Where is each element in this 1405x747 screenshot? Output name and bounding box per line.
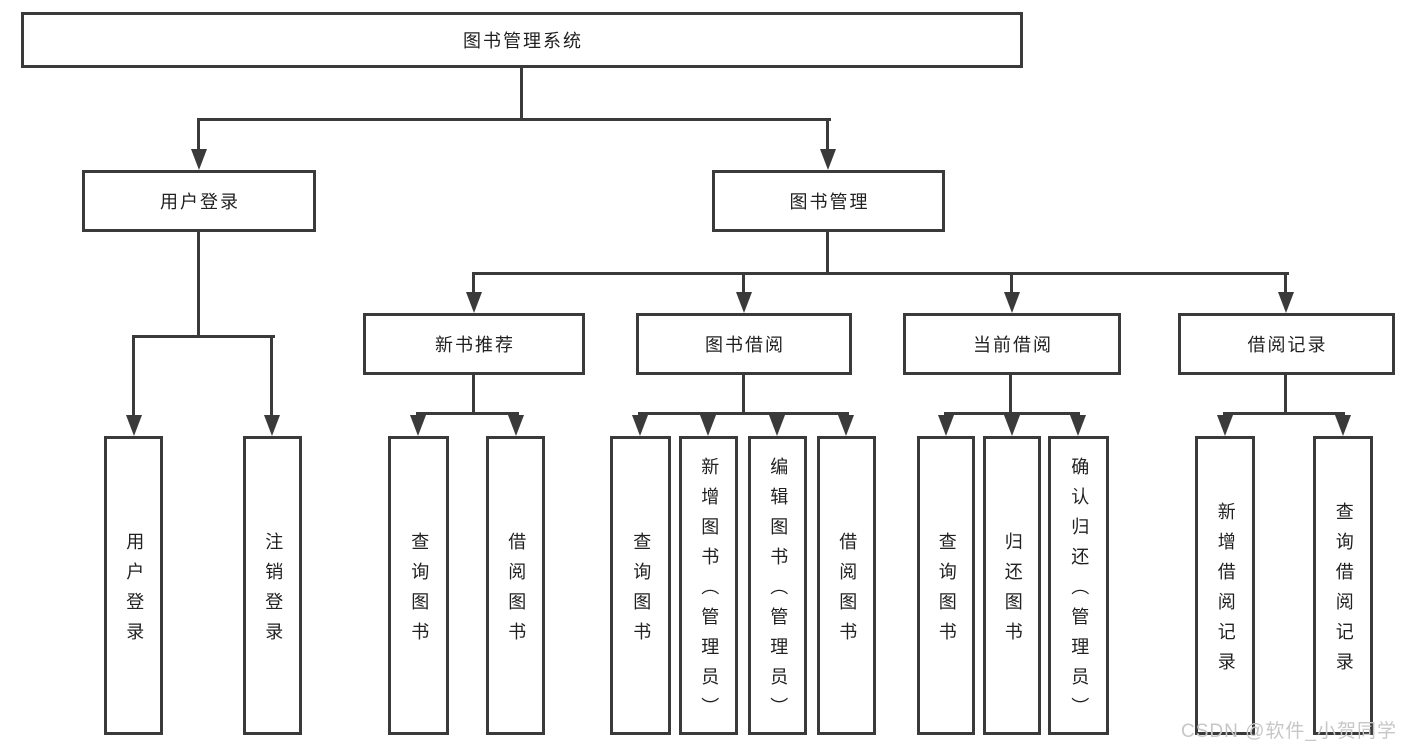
arrowhead-icon bbox=[1004, 415, 1020, 436]
node-bb-query-books: 查询图书 bbox=[610, 436, 671, 735]
node-new-book-rec: 新书推荐 bbox=[363, 313, 585, 375]
connector-line bbox=[472, 375, 475, 415]
arrowhead-icon bbox=[769, 415, 785, 436]
arrowhead-icon bbox=[938, 415, 954, 436]
node-book-borrow: 图书借阅 bbox=[636, 313, 852, 375]
node-user-login-leaf-label: 用户登录 bbox=[124, 531, 145, 652]
node-cb-query-books-label: 查询图书 bbox=[936, 531, 957, 652]
arrowhead-icon bbox=[1217, 415, 1233, 436]
node-bb-borrow-books-label: 借阅图书 bbox=[837, 531, 858, 652]
node-bb-add-books: 新增图书（管理员） bbox=[679, 436, 738, 735]
node-book-borrow-label: 图书借阅 bbox=[705, 335, 785, 355]
node-br-query-record-label: 查询借阅记录 bbox=[1333, 501, 1354, 682]
connector-line bbox=[826, 118, 829, 152]
node-cb-confirm-return: 确认归还（管理员） bbox=[1048, 436, 1109, 735]
node-bb-query-books-label: 查询图书 bbox=[631, 531, 652, 652]
node-root: 图书管理系统 bbox=[21, 12, 1023, 68]
connector-line bbox=[1009, 375, 1012, 415]
connector-line bbox=[472, 272, 1289, 275]
node-cb-query-books: 查询图书 bbox=[917, 436, 975, 735]
arrowhead-icon bbox=[191, 149, 207, 170]
connector-line bbox=[132, 335, 135, 417]
arrowhead-icon bbox=[700, 415, 716, 436]
arrowhead-icon bbox=[838, 415, 854, 436]
connector-line bbox=[638, 412, 849, 415]
node-current-borrow-label: 当前借阅 bbox=[973, 335, 1053, 355]
node-bb-edit-books: 编辑图书（管理员） bbox=[748, 436, 807, 735]
node-cb-return-books-label: 归还图书 bbox=[1002, 531, 1023, 652]
node-borrow-records: 借阅记录 bbox=[1178, 313, 1395, 375]
arrowhead-icon bbox=[466, 292, 482, 313]
arrowhead-icon bbox=[1278, 292, 1294, 313]
node-nb-query-books-label: 查询图书 bbox=[409, 531, 430, 652]
node-br-add-record: 新增借阅记录 bbox=[1195, 436, 1255, 735]
node-logout-leaf-label: 注销登录 bbox=[263, 531, 284, 652]
node-br-add-record-label: 新增借阅记录 bbox=[1215, 501, 1236, 682]
arrowhead-icon bbox=[508, 415, 524, 436]
connector-line bbox=[742, 375, 745, 415]
connector-line bbox=[944, 412, 1080, 415]
node-bb-edit-books-label: 编辑图书（管理员） bbox=[768, 456, 789, 727]
node-borrow-records-label: 借阅记录 bbox=[1247, 335, 1328, 355]
node-current-borrow: 当前借阅 bbox=[903, 313, 1121, 375]
connector-line bbox=[1284, 375, 1287, 415]
node-bb-add-books-label: 新增图书（管理员） bbox=[699, 456, 720, 727]
arrowhead-icon bbox=[1335, 415, 1351, 436]
node-bb-borrow-books: 借阅图书 bbox=[817, 436, 876, 735]
arrowhead-icon bbox=[820, 149, 836, 170]
connector-line bbox=[416, 412, 519, 415]
node-nb-query-books: 查询图书 bbox=[388, 436, 449, 735]
connector-line bbox=[1284, 272, 1287, 295]
node-new-book-rec-label: 新书推荐 bbox=[435, 335, 515, 355]
connector-line bbox=[132, 335, 275, 338]
connector-line bbox=[742, 272, 745, 295]
node-br-query-record: 查询借阅记录 bbox=[1313, 436, 1373, 735]
node-nb-borrow-books: 借阅图书 bbox=[486, 436, 545, 735]
node-cb-confirm-return-label: 确认归还（管理员） bbox=[1069, 456, 1090, 727]
node-user-login-branch-label: 用户登录 bbox=[160, 192, 240, 212]
node-nb-borrow-books-label: 借阅图书 bbox=[506, 531, 527, 652]
arrowhead-icon bbox=[736, 292, 752, 313]
node-logout-leaf: 注销登录 bbox=[243, 436, 302, 735]
arrowhead-icon bbox=[126, 415, 142, 436]
node-cb-return-books: 归还图书 bbox=[983, 436, 1041, 735]
csdn-watermark: CSDN @软件_小贺同学 bbox=[1181, 721, 1397, 742]
node-user-login-branch: 用户登录 bbox=[82, 170, 316, 232]
connector-line bbox=[197, 232, 200, 338]
arrowhead-icon bbox=[410, 415, 426, 436]
connector-line bbox=[197, 118, 831, 121]
connector-line bbox=[197, 118, 200, 152]
connector-line bbox=[520, 68, 523, 118]
connector-line bbox=[270, 335, 273, 417]
arrowhead-icon bbox=[632, 415, 648, 436]
connector-line bbox=[1010, 272, 1013, 295]
arrowhead-icon bbox=[1004, 292, 1020, 313]
arrowhead-icon bbox=[264, 415, 280, 436]
connector-line bbox=[1223, 412, 1345, 415]
connector-line bbox=[472, 272, 475, 295]
node-user-login-leaf: 用户登录 bbox=[104, 436, 163, 735]
node-root-label: 图书管理系统 bbox=[463, 31, 583, 51]
connector-line bbox=[826, 232, 829, 275]
node-book-mgmt-label: 图书管理 bbox=[789, 192, 870, 212]
node-book-mgmt: 图书管理 bbox=[712, 170, 945, 232]
arrowhead-icon bbox=[1070, 415, 1086, 436]
